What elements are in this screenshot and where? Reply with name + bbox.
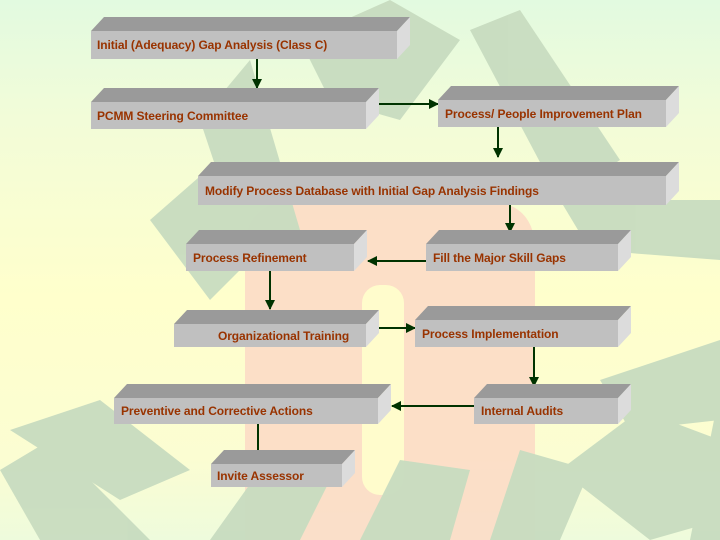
- box-front-face: [174, 324, 366, 347]
- box-side-face: [666, 162, 679, 205]
- box-top-face: [186, 230, 367, 244]
- box-front-face: [426, 244, 618, 271]
- box-side-face: [366, 310, 379, 347]
- process-box-initial-gap-analysis: Initial (Adequacy) Gap Analysis (Class C…: [91, 17, 410, 59]
- box-label: Invite Assessor: [217, 468, 304, 483]
- process-box-process-people-improvement-plan: Process/ People Improvement Plan: [438, 86, 679, 127]
- box-label: Process/ People Improvement Plan: [445, 106, 642, 121]
- box-3d-shape: [211, 450, 355, 487]
- process-box-internal-audits: Internal Audits: [474, 384, 631, 424]
- box-side-face: [378, 384, 391, 424]
- box-label: Modify Process Database with Initial Gap…: [205, 183, 539, 198]
- box-top-face: [174, 310, 379, 324]
- box-front-face: [114, 398, 378, 424]
- box-top-face: [426, 230, 631, 244]
- box-label: Process Implementation: [422, 326, 559, 341]
- process-box-modify-process-database: Modify Process Database with Initial Gap…: [198, 162, 679, 205]
- box-front-face: [415, 320, 618, 347]
- box-3d-shape: [198, 162, 679, 205]
- box-top-face: [415, 306, 631, 320]
- box-front-face: [474, 398, 618, 424]
- box-top-face: [198, 162, 679, 176]
- box-3d-shape: [174, 310, 379, 347]
- box-top-face: [438, 86, 679, 100]
- box-side-face: [618, 306, 631, 347]
- process-box-preventive-corrective-actions: Preventive and Corrective Actions: [114, 384, 391, 424]
- box-side-face: [354, 230, 367, 271]
- box-front-face: [211, 464, 342, 487]
- box-front-face: [91, 31, 397, 59]
- process-box-organizational-training: Organizational Training: [174, 310, 379, 347]
- box-side-face: [397, 17, 410, 59]
- box-label: Initial (Adequacy) Gap Analysis (Class C…: [97, 38, 328, 52]
- box-label: Preventive and Corrective Actions: [121, 404, 313, 418]
- process-box-pcmm-steering-committee: PCMM Steering Committee: [91, 88, 379, 129]
- box-3d-shape: [415, 306, 631, 347]
- box-3d-shape: [438, 86, 679, 127]
- box-label: Organizational Training: [218, 328, 350, 343]
- box-side-face: [342, 450, 355, 487]
- box-side-face: [618, 384, 631, 424]
- box-side-face: [666, 86, 679, 127]
- box-label: Fill the Major Skill Gaps: [433, 250, 566, 265]
- process-box-process-implementation: Process Implementation: [415, 306, 631, 347]
- box-front-face: [91, 102, 366, 129]
- box-top-face: [91, 17, 410, 31]
- box-top-face: [211, 450, 355, 464]
- box-label: Internal Audits: [481, 404, 564, 418]
- box-3d-shape: [474, 384, 631, 424]
- box-label: PCMM Steering Committee: [97, 108, 249, 123]
- box-3d-shape: [91, 17, 410, 59]
- box-3d-shape: [91, 88, 379, 129]
- box-front-face: [438, 100, 666, 127]
- process-box-invite-assessor: Invite Assessor: [211, 450, 355, 487]
- box-3d-shape: [186, 230, 367, 271]
- box-3d-shape: [114, 384, 391, 424]
- box-top-face: [91, 88, 379, 102]
- process-box-process-refinement: Process Refinement: [186, 230, 367, 271]
- box-front-face: [186, 244, 354, 271]
- box-side-face: [366, 88, 379, 129]
- box-label: Process Refinement: [193, 250, 307, 265]
- box-front-face: [198, 176, 666, 205]
- box-top-face: [114, 384, 391, 398]
- process-box-fill-major-skill-gaps: Fill the Major Skill Gaps: [426, 230, 631, 271]
- box-top-face: [474, 384, 631, 398]
- box-3d-shape: [426, 230, 631, 271]
- box-side-face: [618, 230, 631, 271]
